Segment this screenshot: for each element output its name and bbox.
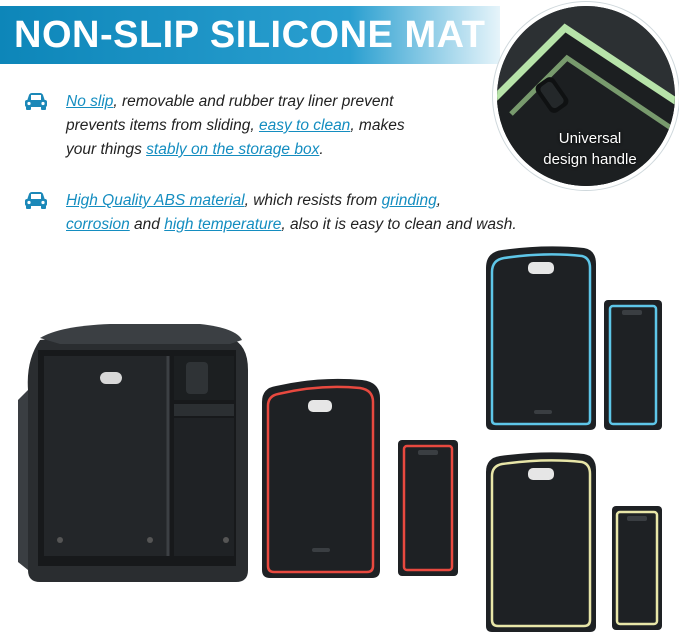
feature-line: corrosion and high temperature, also it … <box>66 216 517 233</box>
car-icon <box>25 93 47 110</box>
feature-line: No slip, removable and rubber tray liner… <box>66 93 394 110</box>
product-illustrations <box>0 240 679 637</box>
yellow-mat-small <box>612 506 662 630</box>
page-title: NON-SLIP SILICONE MAT <box>14 14 486 56</box>
blue-mat-small <box>604 300 662 430</box>
feature-text: No slip, removable and rubber tray liner… <box>66 90 405 162</box>
feature-line: prevents items from sliding, easy to cle… <box>66 117 405 134</box>
red-mat-small <box>398 440 458 576</box>
red-mat-large <box>262 378 380 578</box>
storage-tray-image <box>18 324 248 582</box>
inset-caption: Universal design handle <box>543 130 637 168</box>
feature-line: your things stably on the storage box. <box>66 141 324 158</box>
feature-text: High Quality ABS material, which resists… <box>66 189 517 237</box>
blue-mat-large <box>486 246 596 430</box>
yellow-mat-large <box>486 452 596 632</box>
handle-detail-inset: Universal design handle <box>493 2 679 190</box>
handle-closeup-image <box>497 6 675 186</box>
title-banner: NON-SLIP SILICONE MAT <box>0 6 500 64</box>
feature-line: High Quality ABS material, which resists… <box>66 192 442 209</box>
car-icon <box>25 192 47 209</box>
